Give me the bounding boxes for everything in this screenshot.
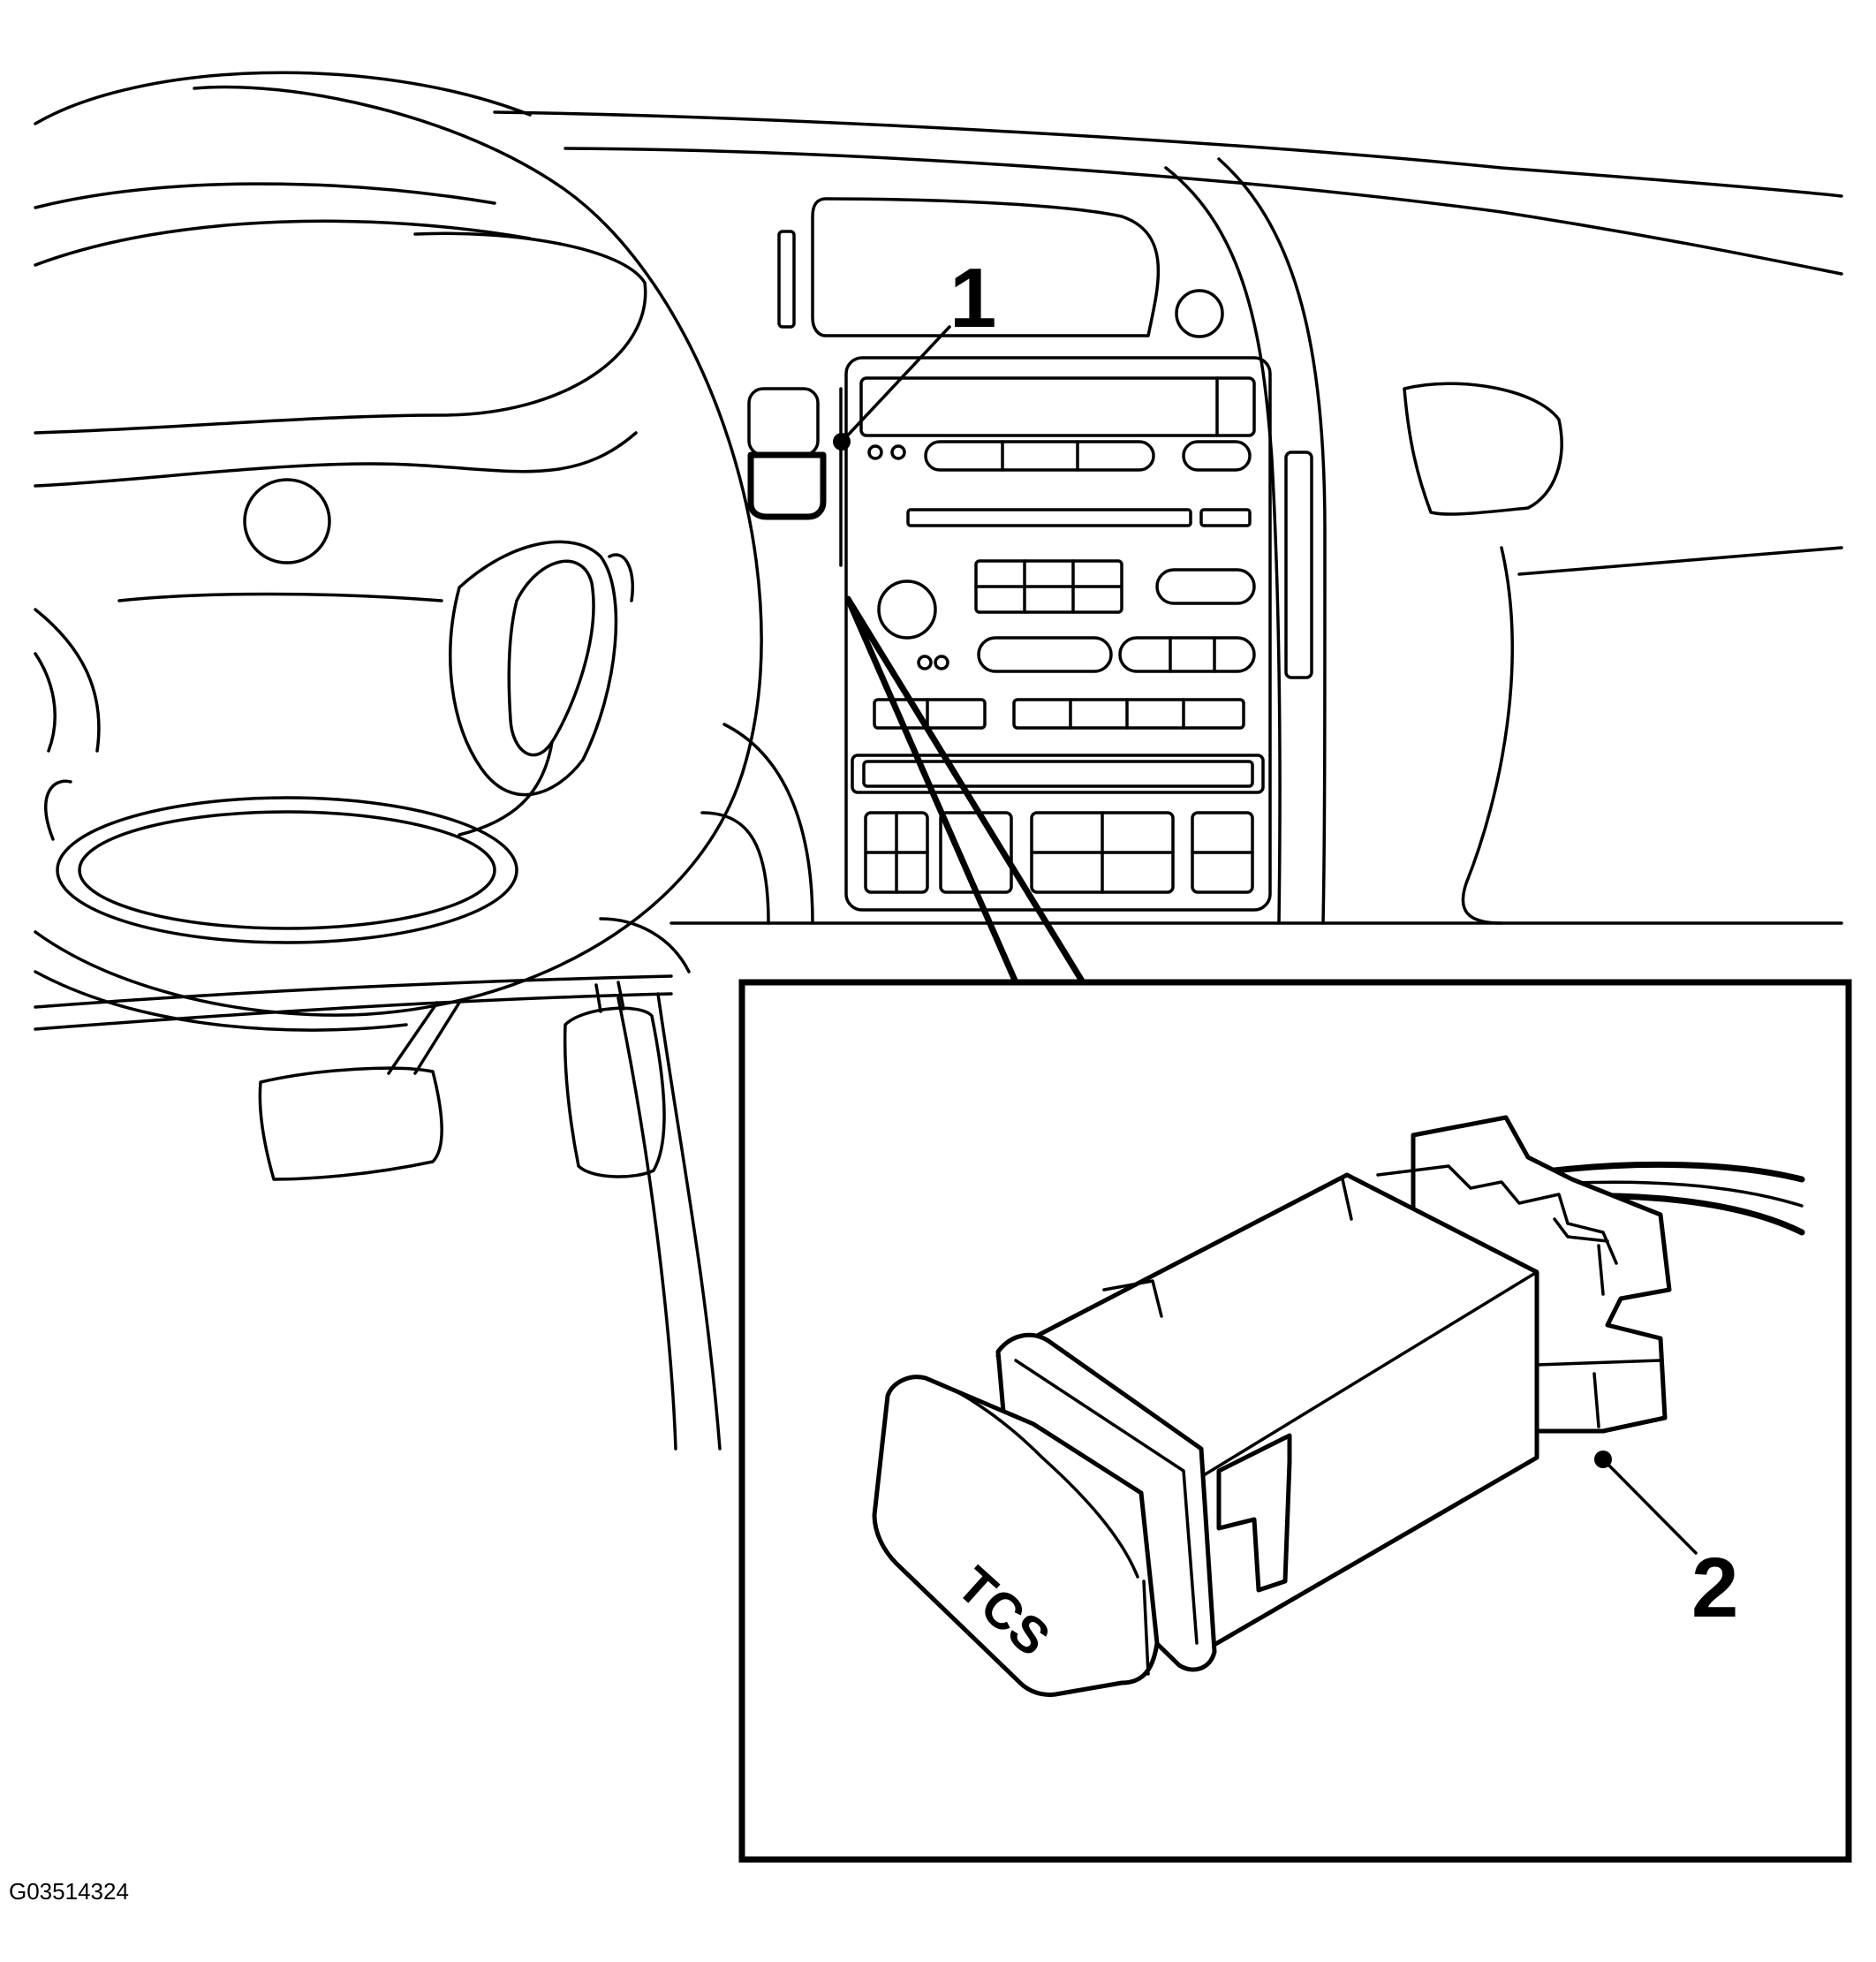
brake-pedal	[563, 981, 666, 1178]
callout-label-1: 1	[949, 251, 996, 345]
radio-panel	[844, 356, 1272, 912]
figure-id: G03514324	[9, 1878, 129, 1905]
callout-1-leader	[833, 325, 951, 451]
center-console	[669, 157, 1843, 925]
dashboard-top-contour	[34, 71, 1843, 276]
tcs-switch-location	[747, 387, 843, 567]
zoom-lines	[844, 595, 1086, 986]
steering-column	[34, 917, 722, 1451]
callout-2-leader	[1594, 1451, 1698, 1555]
callout-label-2: 2	[1691, 1541, 1738, 1635]
clutch-pedal	[258, 1066, 443, 1181]
tcs-switch-detail	[872, 1115, 1805, 1697]
steering-wheel	[34, 85, 763, 1032]
